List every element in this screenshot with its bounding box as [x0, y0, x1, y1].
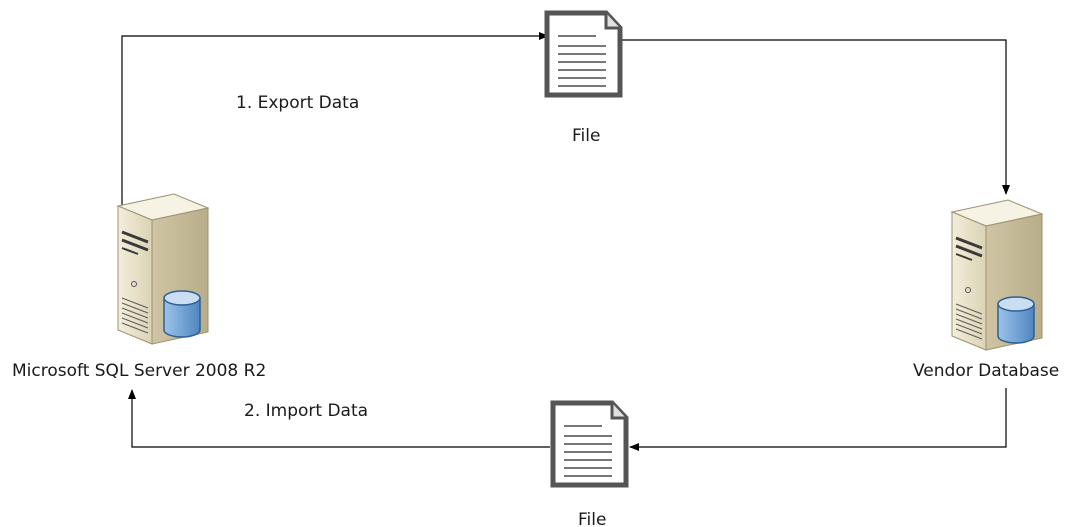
vendor-database-node: Vendor Database — [913, 198, 1059, 381]
file-node-top: File — [547, 13, 620, 146]
document-icon — [553, 403, 626, 485]
export-line-to-file — [121, 32, 549, 222]
file-to-vendor-line — [617, 39, 1010, 195]
file-label-top: File — [572, 126, 600, 146]
export-step-label: 1. Export Data — [236, 93, 359, 113]
vendor-database-label: Vendor Database — [913, 361, 1059, 381]
vendor-to-file-line — [629, 388, 1007, 451]
sql-server-node: Microsoft SQL Server 2008 R2 — [12, 192, 266, 381]
import-step-label: 2. Import Data — [244, 401, 368, 421]
server-database-icon — [116, 192, 210, 346]
sql-server-label: Microsoft SQL Server 2008 R2 — [12, 361, 266, 381]
file-label-bottom: File — [578, 510, 606, 527]
document-icon — [547, 13, 620, 95]
server-database-icon — [950, 198, 1044, 352]
file-node-bottom: File — [553, 403, 626, 527]
import-line-to-sql — [128, 389, 550, 448]
